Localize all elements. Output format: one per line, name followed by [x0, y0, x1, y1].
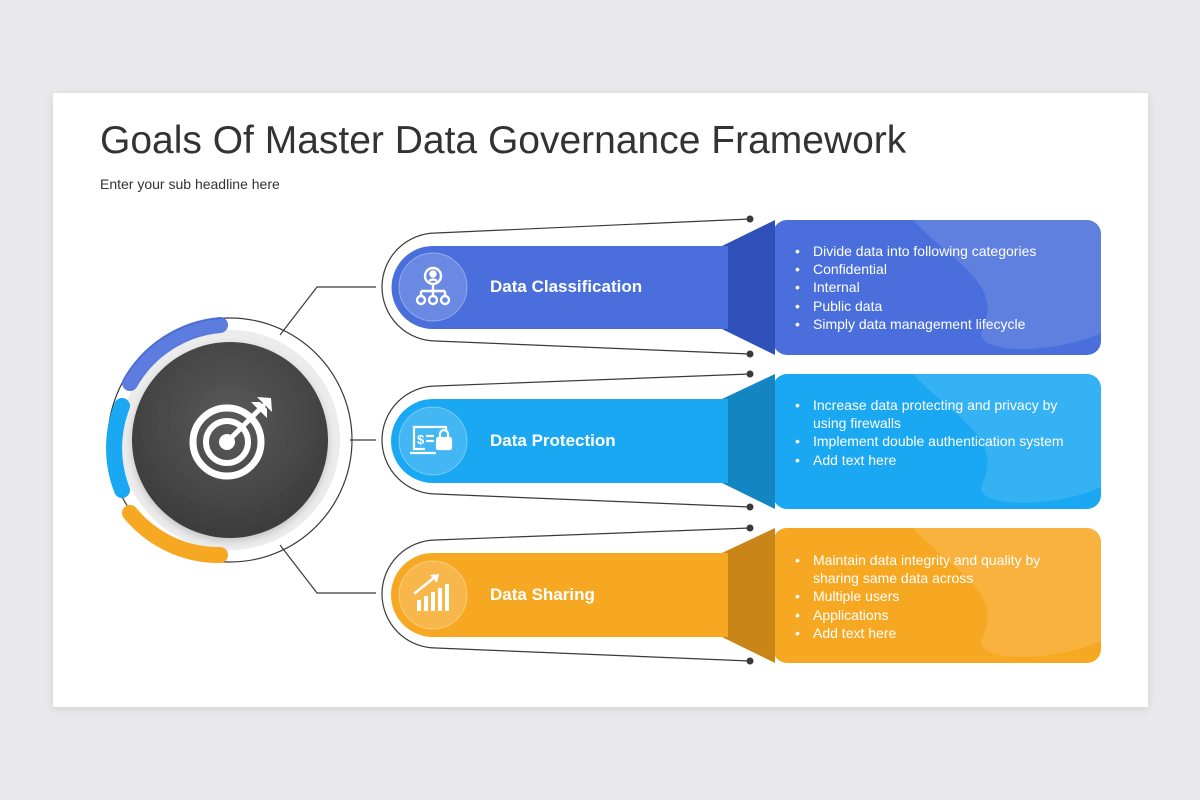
- pill-outline-3: [381, 527, 751, 662]
- pill-3: [391, 553, 728, 637]
- ribbon-fold-2: [722, 374, 775, 509]
- connector-line-3: [279, 544, 376, 594]
- bullet-item: Divide data into following categories: [795, 242, 1085, 260]
- pill-outlines: [381, 218, 751, 662]
- svg-text:$: $: [417, 432, 425, 447]
- bullet-item: Public data: [795, 297, 1085, 315]
- growth-chart-icon: [413, 574, 449, 611]
- page-subtitle: Enter your sub headline here: [100, 176, 280, 192]
- bullet-item: Internal: [795, 278, 1085, 296]
- pill-1: [391, 246, 728, 329]
- secure-payment-icon: $: [410, 425, 453, 455]
- bullet-list-data-sharing: Maintain data integrity and quality by s…: [795, 551, 1065, 642]
- goal-label-data-sharing: Data Sharing: [490, 585, 595, 604]
- ribbon-fold-3: [722, 528, 775, 663]
- ribbon-fold-1: [722, 220, 775, 355]
- outline-end-dots: [746, 215, 754, 665]
- connector-lines: [279, 286, 376, 594]
- goal-label-data-protection: Data Protection: [490, 431, 616, 450]
- target-arrow-icon: [189, 397, 272, 480]
- hub-arc-blue: [122, 317, 228, 391]
- bullet-item: Increase data protecting and privacy by …: [795, 396, 1075, 432]
- bullet-item: Add text here: [795, 624, 1065, 642]
- connector-line-1: [279, 286, 376, 336]
- pill-outline-2: [381, 373, 751, 508]
- bullet-item: Maintain data integrity and quality by s…: [795, 551, 1065, 587]
- bullet-list-data-classification: Divide data into following categories Co…: [795, 242, 1085, 333]
- bullet-list-data-protection: Increase data protecting and privacy by …: [795, 396, 1075, 469]
- bullet-item: Multiple users: [795, 587, 1065, 605]
- hierarchy-icon: [415, 266, 451, 306]
- page-title: Goals Of Master Data Governance Framewor…: [100, 119, 907, 162]
- bullet-item: Simply data management lifecycle: [795, 315, 1085, 333]
- bullet-item: Confidential: [795, 260, 1085, 278]
- hub-arc-cyan: [106, 398, 130, 498]
- bullet-item: Applications: [795, 606, 1065, 624]
- pill-outline-1: [381, 218, 751, 355]
- hub-arc-orange: [122, 505, 228, 564]
- bullet-item: Add text here: [795, 451, 1075, 469]
- slide: Goals Of Master Data Governance Framewor…: [53, 93, 1148, 707]
- bullet-item: Implement double authentication system: [795, 432, 1075, 450]
- pill-2: [391, 399, 728, 483]
- goal-label-data-classification: Data Classification: [490, 277, 643, 296]
